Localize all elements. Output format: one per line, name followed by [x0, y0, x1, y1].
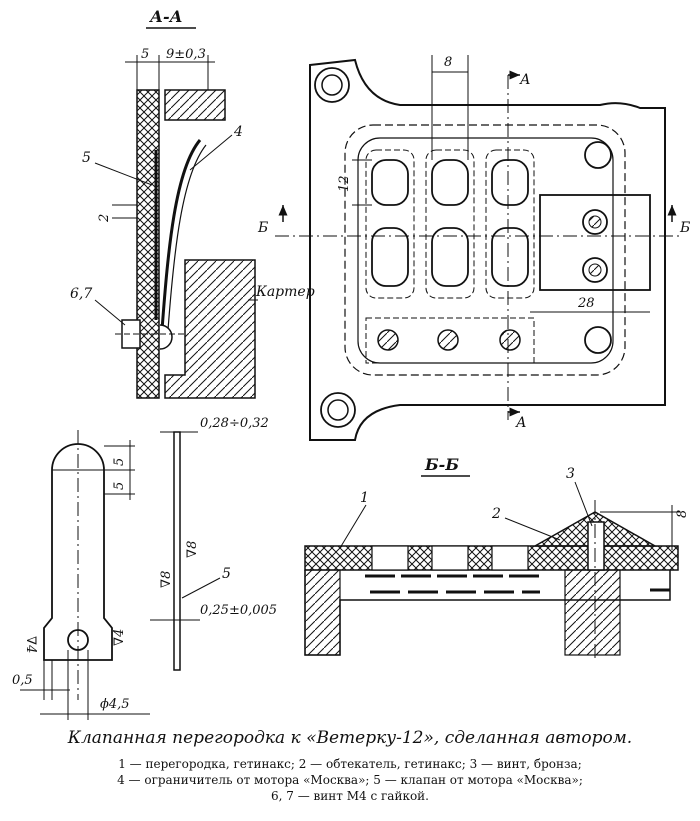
legend-line-1: 1 — перегородка, гетинакс; 2 — обтекател…: [118, 757, 582, 771]
cut-mark-a-bottom: А: [515, 415, 527, 431]
dim-0-5: 0,5: [12, 673, 33, 688]
dim-2: 2: [97, 214, 112, 223]
callout-2: 2: [491, 506, 501, 522]
cut-mark-b-right: Б: [679, 220, 690, 236]
legend-line-2: 4 — ограничитель от мотора «Москва»; 5 —…: [117, 773, 583, 787]
dim-28: 28: [577, 296, 595, 311]
dim-5b: 5: [112, 482, 127, 490]
callout-5-reed: 5: [222, 566, 231, 582]
section-bb-label: Б-Б: [424, 455, 459, 474]
dim-5a: 5: [112, 458, 127, 466]
callout-4: 4: [233, 124, 243, 140]
callout-1: 1: [360, 490, 369, 506]
cut-mark-a-top: А: [519, 72, 531, 88]
callout-karter: Картер: [255, 284, 315, 300]
dim-0-28: 0,28÷0,32: [200, 416, 269, 431]
plan-view: А А Б Б 8 12 28: [257, 55, 690, 441]
valve-detail-view: 5 5 0,5 ϕ4,5 ∇4 ∇4: [12, 430, 150, 720]
roughness-reed-b: ∇8: [159, 571, 174, 588]
dim-8: 8: [444, 55, 452, 70]
section-bb-view: Б-Б 8 1 2 3: [304, 455, 690, 660]
section-aa-label: А-А: [149, 7, 183, 26]
callout-3: 3: [566, 466, 575, 482]
callout-6-7: 6,7: [70, 286, 92, 302]
dim-phi-4-5: ϕ4,5: [100, 697, 130, 712]
reed-side-view: 0,28÷0,32 0,25±0,005 ∇8 ∇8 5: [150, 416, 277, 671]
roughness-reed-a: ∇8: [185, 541, 200, 558]
cut-mark-b-left: Б: [257, 220, 268, 236]
figure-caption-title: Клапанная перегородка к «Ветерку-12», сд…: [67, 728, 633, 748]
dim-9: 9±0,3: [166, 47, 206, 62]
roughness-right: ∇4: [112, 629, 127, 646]
dim-12: 12: [337, 175, 352, 192]
section-aa-view: А-А 5 9±0,3 2 5 4 6,7 Картер: [70, 7, 315, 399]
dim-5: 5: [141, 47, 149, 62]
callout-5: 5: [82, 150, 91, 166]
legend-line-3: 6, 7 — винт М4 с гайкой.: [271, 789, 429, 803]
dim-0-25: 0,25±0,005: [200, 603, 277, 618]
dim-bb-8: 8: [675, 510, 690, 518]
roughness-left: ∇4: [23, 636, 38, 653]
